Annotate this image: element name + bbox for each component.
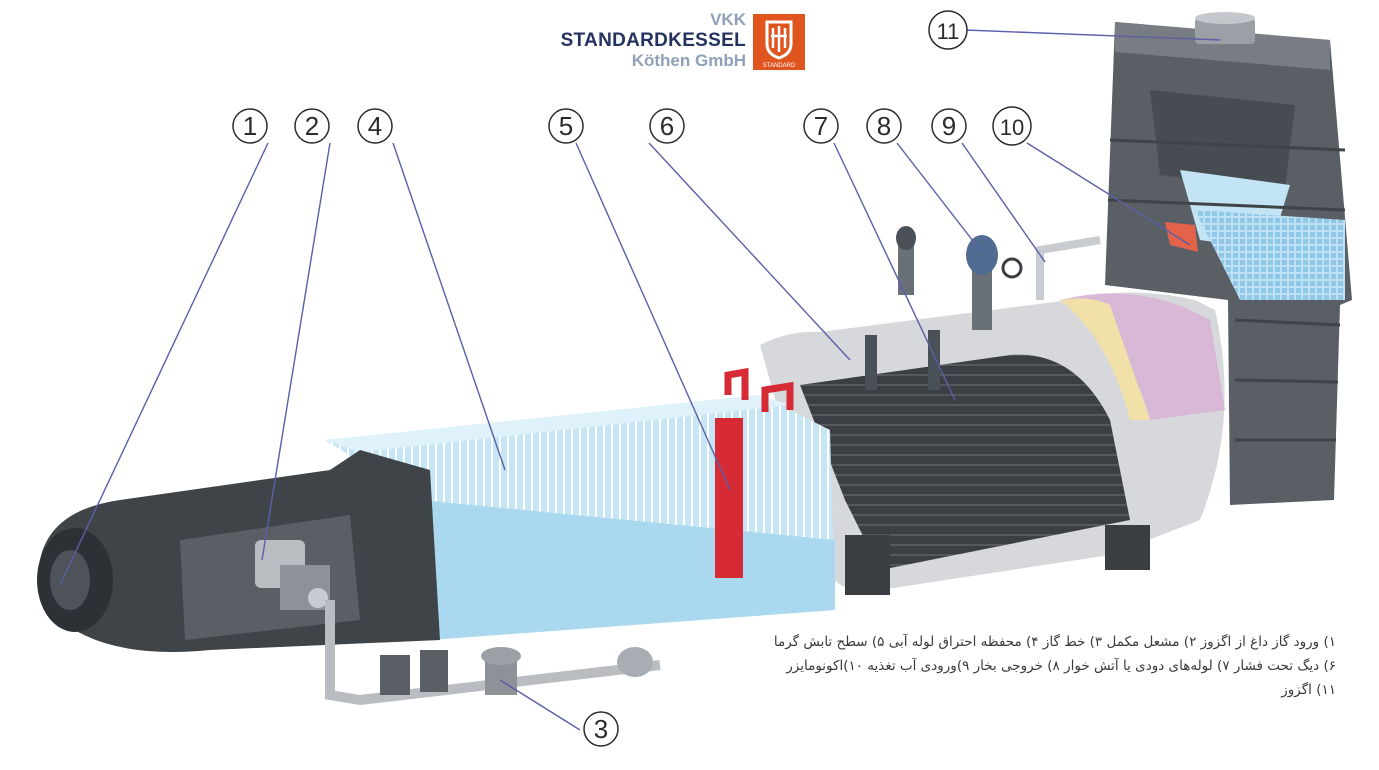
svg-text:3: 3 bbox=[594, 714, 608, 744]
svg-text:10: 10 bbox=[1000, 115, 1024, 140]
callout-1: 1 bbox=[232, 108, 268, 144]
callout-8: 8 bbox=[866, 108, 902, 144]
burner-assembly bbox=[37, 450, 441, 652]
logo-badge: STANDARD bbox=[753, 14, 805, 70]
svg-text:5: 5 bbox=[559, 111, 573, 141]
safety-valve bbox=[898, 245, 914, 295]
water-tube-combustion-chamber bbox=[325, 367, 835, 640]
svg-text:2: 2 bbox=[305, 111, 319, 141]
svg-text:9: 9 bbox=[942, 111, 956, 141]
callout-6: 6 bbox=[649, 108, 685, 144]
logo-location: Köthen GmbH bbox=[631, 51, 746, 70]
svg-text:8: 8 bbox=[877, 111, 891, 141]
standard-emblem-icon: STANDARD bbox=[763, 20, 796, 69]
callout-11: 11 bbox=[928, 10, 968, 50]
callout-10: 10 bbox=[992, 106, 1032, 146]
feed-water-pipe bbox=[1036, 236, 1101, 300]
callout-markers: 1 2 4 5 6 7 8 9 10 11 3 bbox=[232, 10, 1032, 747]
legend-line-3: ۱۱) اگزوز bbox=[1281, 682, 1336, 698]
economizer-coil bbox=[1195, 210, 1345, 300]
legend-line-1: ۱) ورود گاز داغ از اگزوز ۲) مشعل مکمل ۳)… bbox=[773, 634, 1336, 650]
svg-text:1: 1 bbox=[243, 111, 257, 141]
smoke-tubes bbox=[800, 354, 1130, 570]
pressure-vessel bbox=[760, 226, 1225, 595]
legend-caption: ۱) ورود گاز داغ از اگزوز ۲) مشعل مکمل ۳)… bbox=[696, 630, 1336, 702]
callout-9: 9 bbox=[931, 108, 967, 144]
svg-text:STANDARD: STANDARD bbox=[763, 63, 796, 69]
exhaust-outlet bbox=[1195, 18, 1255, 44]
logo-company-name: STANDARDKESSEL bbox=[560, 30, 746, 51]
callout-2: 2 bbox=[294, 108, 330, 144]
economizer-housing bbox=[1105, 12, 1352, 505]
insulation-yellow bbox=[1060, 298, 1150, 420]
steam-outlet-valve bbox=[972, 260, 992, 330]
callout-lines bbox=[59, 29, 1221, 731]
callout-4: 4 bbox=[357, 108, 393, 144]
callout-5: 5 bbox=[548, 108, 584, 144]
logo-vkk-text: VKK bbox=[710, 10, 746, 29]
callout-7: 7 bbox=[803, 108, 839, 144]
legend-line-2: ۶) دیگ تحت فشار ۷) لوله‌های دودی یا آتش … bbox=[786, 658, 1336, 674]
gas-regulator bbox=[485, 660, 517, 695]
svg-text:4: 4 bbox=[368, 111, 382, 141]
svg-text:7: 7 bbox=[814, 111, 828, 141]
gas-line bbox=[325, 600, 661, 706]
radiant-heating-surface bbox=[715, 418, 743, 578]
svg-text:11: 11 bbox=[937, 19, 960, 44]
callout-3: 3 bbox=[583, 711, 619, 747]
svg-text:6: 6 bbox=[660, 111, 674, 141]
